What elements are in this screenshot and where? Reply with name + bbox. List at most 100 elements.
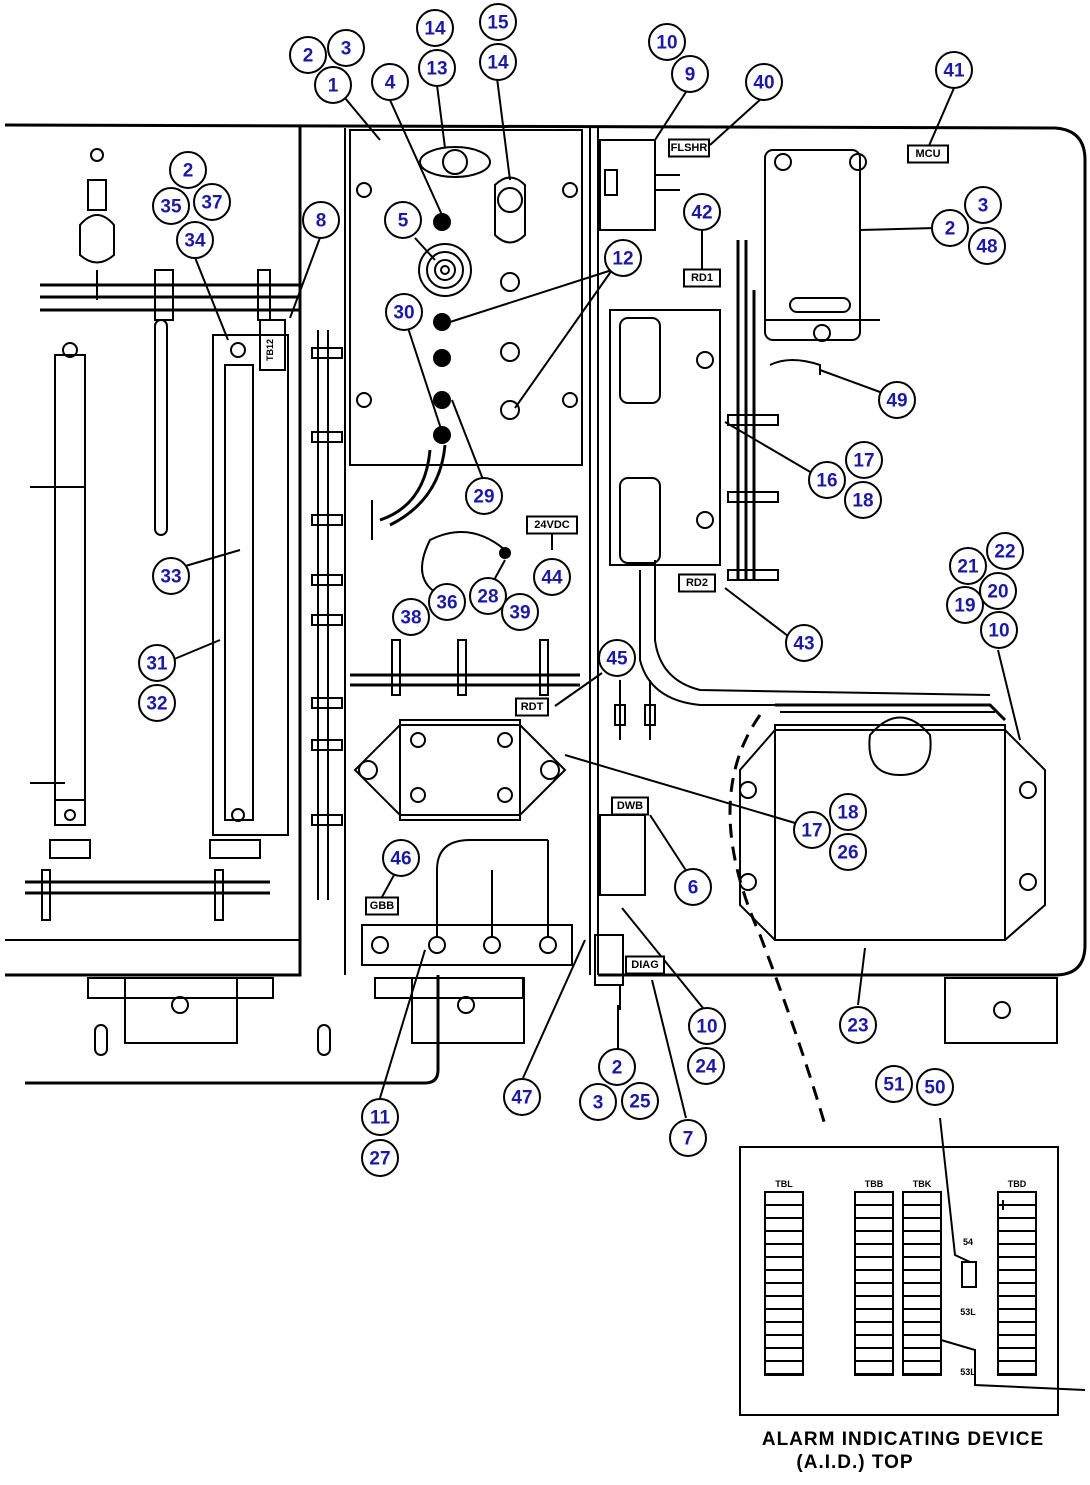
callout-34: 34 bbox=[176, 221, 214, 259]
callout-number: 46 bbox=[390, 849, 411, 870]
callout-number: 17 bbox=[801, 821, 822, 842]
callout-3-2: 3 bbox=[964, 186, 1002, 224]
callout-number: 48 bbox=[976, 237, 997, 258]
callout-number: 17 bbox=[853, 451, 874, 472]
callout-39: 39 bbox=[501, 593, 539, 631]
callout-number: 8 bbox=[316, 211, 327, 232]
callout-29: 29 bbox=[465, 477, 503, 515]
tag-mcu: MCU bbox=[907, 144, 949, 164]
tag-diag-label: DIAG bbox=[631, 959, 659, 971]
tag-v24dc-label: 24VDC bbox=[534, 519, 570, 531]
aid-strip-label: TBL bbox=[775, 1179, 793, 1189]
callout-number: 3 bbox=[593, 1093, 604, 1114]
callout-number: 3 bbox=[341, 39, 352, 60]
callout-number: 25 bbox=[629, 1092, 651, 1113]
callout-number: 14 bbox=[424, 19, 446, 40]
callout-4: 4 bbox=[371, 63, 409, 101]
callout-11: 11 bbox=[361, 1098, 399, 1136]
mounting-feet bbox=[87, 977, 1058, 1056]
tag-gbb-label: GBB bbox=[370, 900, 395, 912]
tag-flshr: FLSHR bbox=[668, 138, 710, 158]
callout-13: 13 bbox=[418, 49, 456, 87]
callout-number: 10 bbox=[656, 33, 677, 54]
callout-19: 19 bbox=[946, 586, 984, 624]
callout-number: 47 bbox=[511, 1088, 532, 1109]
callout-47: 47 bbox=[503, 1078, 541, 1116]
tag-rd1-label: RD1 bbox=[691, 272, 713, 284]
callout-number: 35 bbox=[160, 197, 182, 218]
callout-number: 27 bbox=[369, 1149, 390, 1170]
callout-number: 23 bbox=[847, 1016, 868, 1037]
callout-40: 40 bbox=[745, 63, 783, 101]
callout-number: 4 bbox=[385, 73, 396, 94]
aid-strip-label: TBD bbox=[1008, 1179, 1027, 1189]
center-panel bbox=[311, 129, 583, 966]
callout-18: 18 bbox=[844, 481, 882, 519]
callout-42: 42 bbox=[683, 193, 721, 231]
callout-number: 28 bbox=[477, 587, 498, 608]
callout-7: 7 bbox=[669, 1119, 707, 1157]
tag-rd1: RD1 bbox=[683, 268, 721, 288]
callout-number: 18 bbox=[852, 491, 873, 512]
callout-37: 37 bbox=[193, 183, 231, 221]
caption-line-1: ALARM INDICATING DEVICE bbox=[762, 1429, 1044, 1450]
callout-3-3: 3 bbox=[579, 1083, 617, 1121]
callout-number: 51 bbox=[883, 1075, 905, 1096]
callout-27: 27 bbox=[361, 1139, 399, 1177]
callout-31: 31 bbox=[138, 644, 176, 682]
callout-36: 36 bbox=[428, 583, 466, 621]
callout-17-2: 17 bbox=[793, 811, 831, 849]
callout-number: 15 bbox=[487, 13, 509, 34]
callout-10: 10 bbox=[648, 23, 686, 61]
callout-25: 25 bbox=[621, 1082, 659, 1120]
callout-30: 30 bbox=[385, 293, 423, 331]
callout-50: 50 bbox=[916, 1068, 954, 1106]
callout-number: 9 bbox=[685, 65, 696, 86]
callout-number: 1 bbox=[328, 76, 339, 97]
callout-38: 38 bbox=[392, 598, 430, 636]
callout-number: 50 bbox=[924, 1078, 945, 1099]
aid-wire-label: 53L bbox=[960, 1367, 976, 1377]
callout-number: 44 bbox=[541, 568, 563, 589]
callout-48: 48 bbox=[968, 227, 1006, 265]
callout-3: 3 bbox=[327, 29, 365, 67]
callout-10-2: 10 bbox=[980, 611, 1018, 649]
callout-1: 1 bbox=[314, 66, 352, 104]
callout-28: 28 bbox=[469, 577, 507, 615]
aid-strip-label: TBB bbox=[865, 1179, 884, 1189]
left-terminal-area: TB12 bbox=[5, 148, 300, 941]
right-panel bbox=[594, 139, 1046, 1126]
callout-41: 41 bbox=[935, 51, 973, 89]
callout-6: 6 bbox=[674, 868, 712, 906]
callout-number: 11 bbox=[370, 1108, 391, 1129]
tag-v24dc: 24VDC bbox=[526, 515, 578, 535]
callout-number: 3 bbox=[978, 196, 989, 217]
tag-flshr-label: FLSHR bbox=[671, 142, 708, 154]
callout-15: 15 bbox=[479, 3, 517, 41]
callout-35: 35 bbox=[152, 187, 190, 225]
callout-14-2: 14 bbox=[479, 43, 517, 81]
callout-number: 20 bbox=[987, 582, 1008, 603]
callout-14: 14 bbox=[416, 9, 454, 47]
tag-rdt: RDT bbox=[515, 697, 549, 717]
callout-number: 32 bbox=[146, 694, 167, 715]
callout-51: 51 bbox=[875, 1065, 913, 1103]
callout-number: 31 bbox=[146, 654, 168, 675]
leader-lines bbox=[171, 77, 1021, 1119]
callout-49: 49 bbox=[878, 381, 916, 419]
callout-20: 20 bbox=[979, 572, 1017, 610]
callout-10-3: 10 bbox=[688, 1007, 726, 1045]
callout-18-2: 18 bbox=[829, 793, 867, 831]
callout-number: 29 bbox=[473, 487, 494, 508]
callout-2-4: 2 bbox=[598, 1048, 636, 1086]
callout-23: 23 bbox=[839, 1006, 877, 1044]
callout-number: 36 bbox=[436, 593, 457, 614]
callout-number: 45 bbox=[606, 649, 628, 670]
callout-22: 22 bbox=[986, 532, 1024, 570]
tag-rd2: RD2 bbox=[678, 573, 716, 593]
callout-number: 7 bbox=[683, 1129, 694, 1150]
callout-number: 2 bbox=[945, 219, 956, 240]
